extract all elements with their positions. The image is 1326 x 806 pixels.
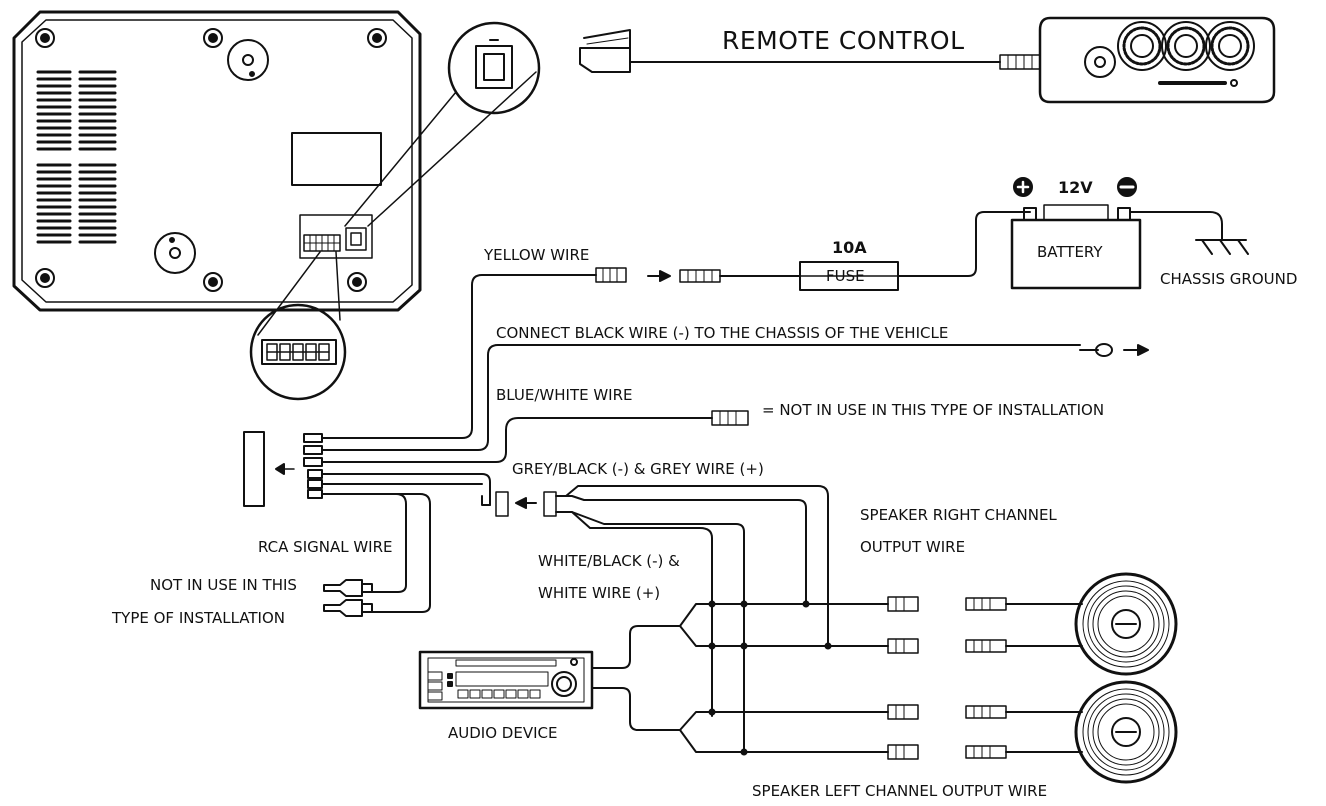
screw: [203, 28, 223, 48]
connector-pins: [303, 234, 341, 252]
remote-control-label: REMOTE CONTROL: [722, 26, 965, 55]
screw: [203, 272, 223, 292]
fuse-rating-label: 10A: [832, 238, 867, 257]
speaker-icon: [1074, 680, 1178, 784]
vent-slots: [36, 70, 117, 244]
grey-wire-label: GREY/BLACK (-) & GREY WIRE (+): [512, 460, 764, 478]
blue-white-connector: [711, 410, 749, 426]
blue-white-wire-label: BLUE/WHITE WIRE: [496, 386, 633, 404]
knob: [154, 232, 196, 274]
speaker-right-label: SPEAKER RIGHT CHANNEL: [860, 506, 1057, 524]
white-wire-label: WHITE/BLACK (-) &: [538, 552, 680, 570]
white-wire-label-2: WHITE WIRE (+): [538, 584, 661, 602]
black-wire-label: CONNECT BLACK WIRE (-) TO THE CHASSIS OF…: [496, 324, 949, 342]
remote-control: [579, 16, 1276, 104]
fuse-line: [595, 211, 1031, 291]
battery: [1010, 177, 1223, 290]
audio-device-label: AUDIO DEVICE: [448, 724, 558, 742]
screw: [347, 272, 367, 292]
screw: [35, 268, 55, 288]
speaker-connectors: [887, 596, 1083, 760]
knob: [227, 39, 269, 81]
yellow-wire-label: YELLOW WIRE: [484, 246, 590, 264]
screw: [35, 28, 55, 48]
ground-symbol-icon: [1195, 239, 1249, 255]
rca-not-in-use-label-2: TYPE OF INSTALLATION: [112, 609, 286, 627]
rca-not-in-use-label: NOT IN USE IN THIS: [150, 576, 297, 594]
callout-circle: [447, 21, 541, 115]
wire-harness: [243, 274, 1081, 617]
screw: [367, 28, 387, 48]
chassis-ground-label: CHASSIS GROUND: [1160, 270, 1298, 288]
battery-label: BATTERY: [1037, 243, 1103, 261]
speaker-right-label-2: OUTPUT WIRE: [860, 538, 966, 556]
speaker-icon: [1074, 572, 1178, 676]
voltage-label: 12V: [1058, 178, 1093, 197]
grey-connector: [481, 485, 829, 753]
not-in-use-label: = NOT IN USE IN THIS TYPE OF INSTALLATIO…: [762, 401, 1105, 419]
remote-knobs: [1117, 21, 1255, 71]
rca-signal-wire-label: RCA SIGNAL WIRE: [258, 538, 393, 556]
main-unit: [12, 10, 541, 401]
audio-device: [418, 603, 889, 753]
callout-circle: [249, 303, 347, 401]
speaker-left-label: SPEAKER LEFT CHANNEL OUTPUT WIRE: [752, 782, 1048, 800]
junctions: [708, 600, 832, 756]
ring-terminal: [1079, 343, 1149, 357]
fuse-label: FUSE: [826, 267, 865, 285]
label-panel: [291, 132, 382, 186]
